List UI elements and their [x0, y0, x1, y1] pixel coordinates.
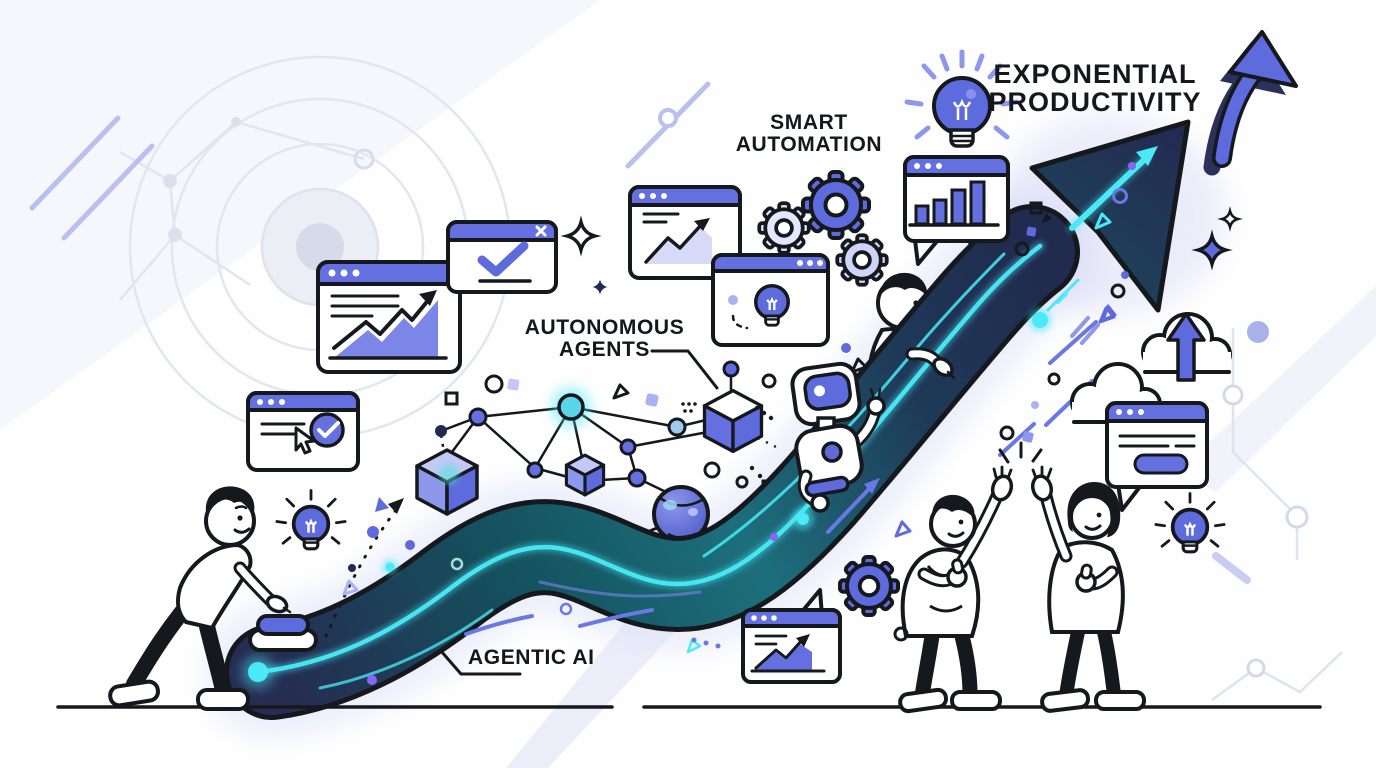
- smart-automation-line1: SMART: [770, 111, 848, 134]
- network-decor: [444, 343, 868, 494]
- robot-icon: [790, 361, 886, 513]
- network-node-icon: [468, 407, 488, 427]
- network-node-icon: [667, 417, 687, 437]
- lavender-dash: [1212, 552, 1251, 584]
- gear-icon: [757, 201, 811, 255]
- bar-chart-bubble: [903, 155, 1010, 266]
- cursor-icon: [294, 426, 316, 455]
- lightbulb-icon: [275, 489, 347, 551]
- agentic-ai-label: AGENTIC AI: [468, 646, 618, 670]
- check-icon: [317, 421, 340, 438]
- speed-ring: [559, 602, 573, 616]
- network-node-icon: [627, 468, 647, 488]
- agentic-ai-text: AGENTIC AI: [468, 646, 595, 669]
- network-node-icon: [435, 425, 447, 437]
- network-node-icon: [526, 461, 544, 479]
- chat-pill: [1133, 453, 1189, 475]
- lightbulb-icon: [904, 49, 1020, 148]
- headline-line1: EXPONENTIAL: [993, 59, 1197, 89]
- swoosh-arrow: [224, 119, 1191, 720]
- growth-chart-fill: [334, 300, 438, 358]
- trail-arrow: [324, 497, 415, 638]
- cube-icon: [564, 453, 606, 497]
- start-button: [248, 614, 318, 652]
- highfive-woman: [1030, 465, 1146, 713]
- lightbulb-icon: [1154, 492, 1226, 554]
- upload-arrow-icon: [1166, 312, 1206, 382]
- check-window: [446, 220, 558, 294]
- gear-icon: [835, 233, 889, 287]
- streak-ring: [658, 108, 678, 128]
- lightbulb-icon: [754, 284, 790, 327]
- gear-icon: [837, 554, 901, 618]
- growth-chart-window: [316, 260, 462, 374]
- analytics-window: [628, 185, 742, 280]
- cube-icon: [702, 388, 764, 454]
- network-graph: [415, 343, 868, 516]
- cloud-upload-icon: [1141, 312, 1232, 382]
- chat-window: [1105, 401, 1209, 512]
- approval-window: [246, 391, 360, 472]
- smart-automation-line2: AUTOMATION: [735, 133, 883, 156]
- agentic-ai-callout: [439, 649, 522, 676]
- circuit-lines: [1211, 328, 1343, 702]
- smart-automation-label: SMART AUTOMATION: [709, 112, 909, 156]
- autonomous-agents-line1: AUTONOMOUS: [524, 316, 685, 339]
- network-node-icon: [722, 360, 740, 378]
- speed-dots: [691, 637, 721, 649]
- headline-line2: PRODUCTIVITY: [988, 87, 1202, 117]
- autonomous-agents-callout: [650, 349, 719, 390]
- rider-grip-hand: [905, 347, 956, 380]
- network-node-icon: [619, 438, 637, 456]
- check-icon: [477, 241, 529, 277]
- swoosh-arrowhead: [1029, 119, 1191, 313]
- scatter-shapes: [893, 201, 1129, 642]
- button-presser-person: [108, 486, 292, 711]
- close-icon: [535, 225, 547, 237]
- gear-icon: [801, 170, 871, 240]
- curved-arrow-icon: [1203, 30, 1298, 176]
- mini-chart-bubble: [741, 588, 842, 684]
- background-mesh: [119, 117, 375, 301]
- autonomous-agents-line2: AGENTS: [558, 338, 651, 361]
- bulb-rays: [904, 49, 1020, 140]
- cube-icon: [415, 448, 479, 516]
- idea-window: [711, 253, 830, 347]
- gear-cluster: [757, 170, 889, 287]
- autonomous-agents-label: AUTONOMOUS AGENTS: [507, 317, 702, 361]
- network-node-icon: [557, 393, 585, 421]
- lavender-dot: [1247, 321, 1269, 343]
- highfive-sparks: [998, 441, 1043, 464]
- highfive-man: [898, 465, 1014, 714]
- exponential-productivity-label: EXPONENTIAL PRODUCTIVITY: [975, 60, 1215, 116]
